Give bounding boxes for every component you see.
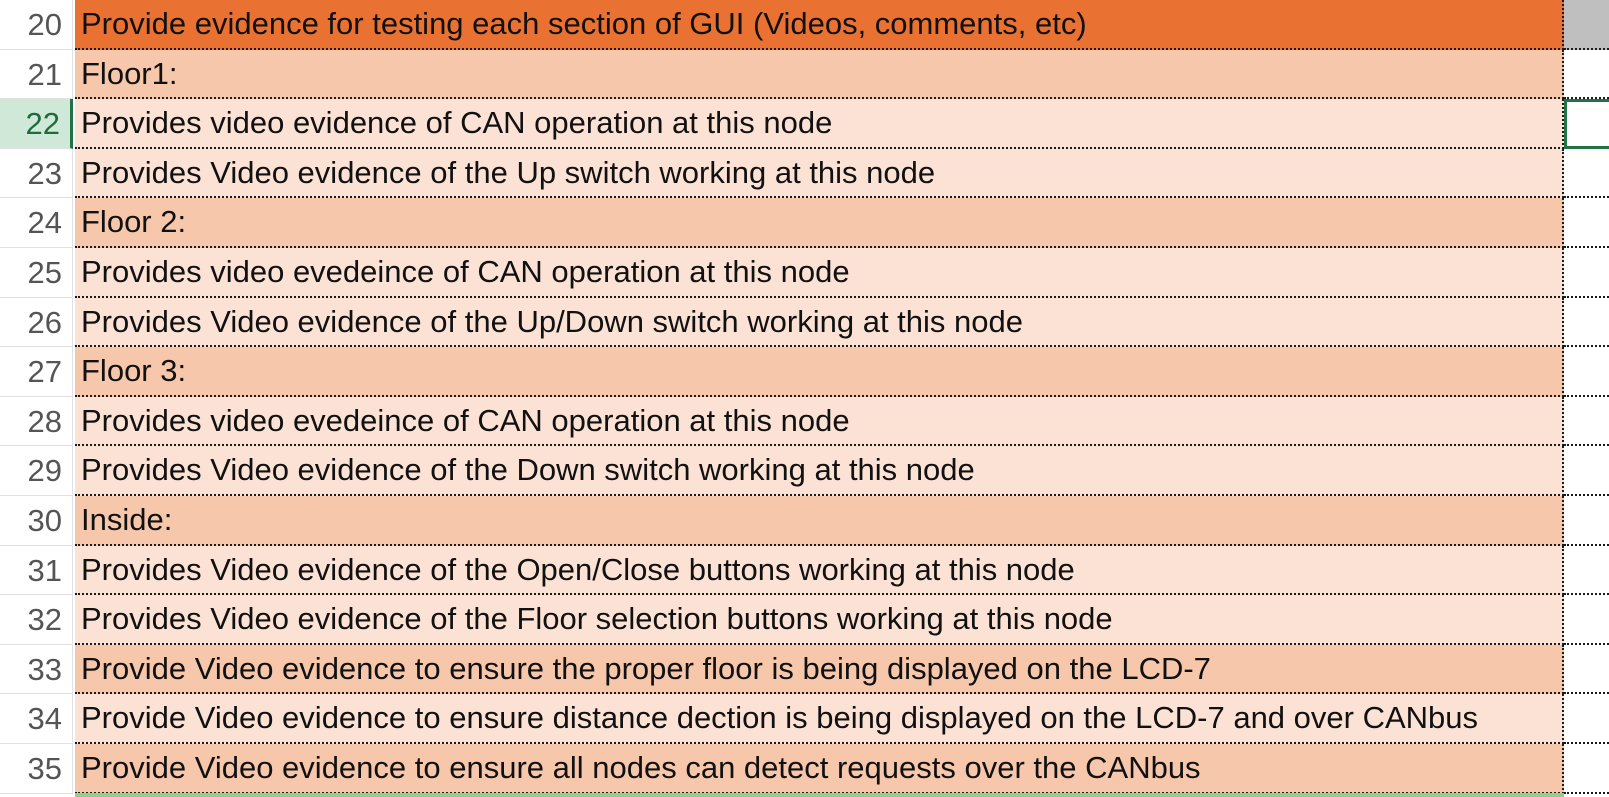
selected-cell-b22[interactable] (1564, 99, 1609, 149)
cell-a28[interactable]: Provides video evedeince of CAN operatio… (75, 396, 1564, 447)
next-row-fill-edge (75, 793, 1564, 797)
row-header-23[interactable]: 23 (0, 148, 73, 199)
cell-b23[interactable] (1564, 148, 1609, 199)
sheet-row-21: 21 Floor1: (0, 49, 1609, 100)
cell-b32[interactable] (1564, 595, 1609, 645)
cell-b25[interactable] (1564, 247, 1609, 298)
cell-b30[interactable] (1564, 495, 1609, 546)
row-header-20[interactable]: 20 (0, 0, 73, 50)
sheet-row-29: 29 Provides Video evidence of the Down s… (0, 446, 1609, 496)
row-header-28[interactable]: 28 (0, 396, 73, 447)
sheet-row-32: 32 Provides Video evidence of the Floor … (0, 595, 1609, 645)
sheet-row-27: 27 Floor 3: (0, 347, 1609, 397)
row-header-33[interactable]: 33 (0, 644, 73, 695)
cell-a21[interactable]: Floor1: (75, 49, 1564, 100)
cell-b33[interactable] (1564, 644, 1609, 695)
cell-a20[interactable]: Provide evidence for testing each sectio… (75, 0, 1564, 50)
cell-b29[interactable] (1564, 446, 1609, 496)
cell-a32[interactable]: Provides Video evidence of the Floor sel… (75, 595, 1564, 645)
sheet-row-28: 28 Provides video evedeince of CAN opera… (0, 396, 1609, 447)
cell-b21[interactable] (1564, 49, 1609, 100)
sheet-row-23: 23 Provides Video evidence of the Up swi… (0, 148, 1609, 199)
cell-a24[interactable]: Floor 2: (75, 198, 1564, 248)
row-header-35[interactable]: 35 (0, 743, 73, 794)
cell-a34[interactable]: Provide Video evidence to ensure distanc… (75, 694, 1564, 744)
cell-b34[interactable] (1564, 694, 1609, 744)
row-header-29[interactable]: 29 (0, 446, 73, 496)
cell-a30[interactable]: Inside: (75, 495, 1564, 546)
sheet-row-26: 26 Provides Video evidence of the Up/Dow… (0, 297, 1609, 348)
sheet-row-34: 34 Provide Video evidence to ensure dist… (0, 694, 1609, 744)
sheet-row-20: 20 Provide evidence for testing each sec… (0, 0, 1609, 50)
row-header-30[interactable]: 30 (0, 495, 73, 546)
sheet-row-30: 30 Inside: (0, 495, 1609, 546)
row-header-31[interactable]: 31 (0, 545, 73, 596)
cell-b26[interactable] (1564, 297, 1609, 348)
row-header-26[interactable]: 26 (0, 297, 73, 348)
cell-b20[interactable] (1564, 0, 1609, 50)
cell-b31[interactable] (1564, 545, 1609, 596)
cell-b27[interactable] (1564, 347, 1609, 397)
sheet-row-35: 35 Provide Video evidence to ensure all … (0, 743, 1609, 794)
row-header-21[interactable]: 21 (0, 49, 73, 100)
cell-a23[interactable]: Provides Video evidence of the Up switch… (75, 148, 1564, 199)
row-header-24[interactable]: 24 (0, 198, 73, 248)
cell-b35[interactable] (1564, 743, 1609, 794)
sheet-row-31: 31 Provides Video evidence of the Open/C… (0, 545, 1609, 596)
cell-a29[interactable]: Provides Video evidence of the Down swit… (75, 446, 1564, 496)
sheet-row-25: 25 Provides video evedeince of CAN opera… (0, 247, 1609, 298)
sheet-row-22: 22 Provides video evidence of CAN operat… (0, 99, 1609, 149)
cell-a26[interactable]: Provides Video evidence of the Up/Down s… (75, 297, 1564, 348)
cell-a27[interactable]: Floor 3: (75, 347, 1564, 397)
sheet-row-24: 24 Floor 2: (0, 198, 1609, 248)
cell-a31[interactable]: Provides Video evidence of the Open/Clos… (75, 545, 1564, 596)
cell-b28[interactable] (1564, 396, 1609, 447)
sheet-row-33: 33 Provide Video evidence to ensure the … (0, 644, 1609, 695)
row-header-22[interactable]: 22 (0, 99, 73, 149)
cell-a22[interactable]: Provides video evidence of CAN operation… (75, 99, 1564, 149)
cell-a35[interactable]: Provide Video evidence to ensure all nod… (75, 743, 1564, 794)
cell-b24[interactable] (1564, 198, 1609, 248)
row-header-34[interactable]: 34 (0, 694, 73, 744)
row-header-25[interactable]: 25 (0, 247, 73, 298)
cell-a33[interactable]: Provide Video evidence to ensure the pro… (75, 644, 1564, 695)
cell-a25[interactable]: Provides video evedeince of CAN operatio… (75, 247, 1564, 298)
row-header-32[interactable]: 32 (0, 595, 73, 645)
row-header-27[interactable]: 27 (0, 347, 73, 397)
